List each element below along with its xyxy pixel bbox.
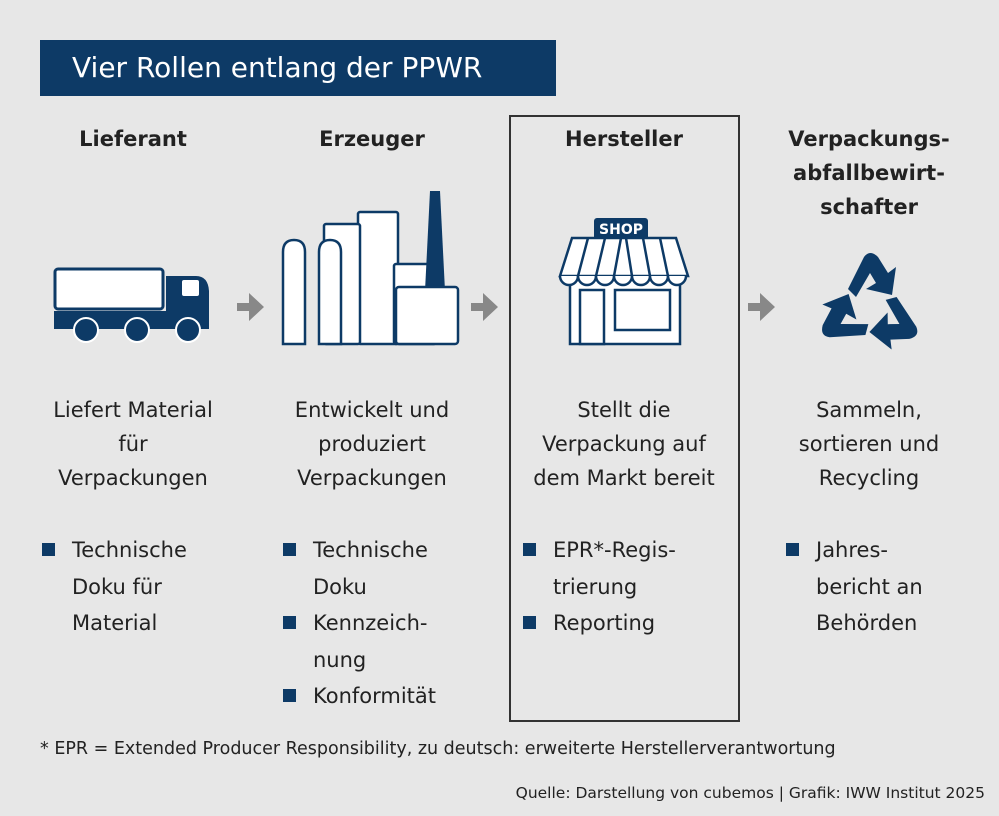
recycle-icon <box>810 253 928 357</box>
desc-line: Verpackungen <box>58 466 208 490</box>
desc-line: Stellt die <box>577 398 671 422</box>
duty-item: Technische Doku für Material <box>42 532 187 642</box>
duty-line: bericht an <box>816 574 923 599</box>
duty-line: Konformität <box>313 684 437 708</box>
role-heading: Lieferant <box>79 127 187 151</box>
footnote: * EPR = Extended Producer Responsibility… <box>40 739 836 759</box>
page-title: Vier Rollen entlang der PPWR <box>40 40 556 96</box>
duty-item: Reporting <box>523 605 676 642</box>
bullet-square-icon <box>523 616 536 629</box>
factory-icon <box>281 191 460 346</box>
duty-line: trierung <box>553 574 638 599</box>
role-description: Entwickelt und produziert Verpackungen <box>252 393 492 495</box>
role-heading: Verpackungs- abfallbewirt- schafter <box>749 122 989 224</box>
duty-item: Technische Doku <box>283 532 436 605</box>
duty-list: Technische Doku für Material <box>42 532 187 642</box>
duty-item: Konformität <box>283 678 436 715</box>
duty-line: Jahres- <box>816 538 888 562</box>
desc-line: Recycling <box>818 466 920 490</box>
duty-line: Reporting <box>553 611 656 635</box>
duty-line: Behörden <box>816 611 918 635</box>
bullet-square-icon <box>42 543 55 556</box>
bullet-square-icon <box>786 543 799 556</box>
heading-line: Verpackungs- <box>788 127 950 151</box>
duty-line: nung <box>313 647 367 672</box>
bullet-square-icon <box>283 616 296 629</box>
duty-item: EPR*-Regis- trierung <box>523 532 676 605</box>
duty-line: Doku für <box>72 574 162 599</box>
duty-line: Technische <box>313 538 428 562</box>
role-description: Sammeln, sortieren und Recycling <box>749 393 989 495</box>
duty-line: Doku <box>313 574 367 599</box>
desc-line: Sammeln, <box>816 398 922 422</box>
role-description: Stellt die Verpackung auf dem Markt bere… <box>504 393 744 495</box>
duty-line: EPR*-Regis- <box>553 538 676 562</box>
desc-line: produziert <box>318 432 426 456</box>
duty-item: Jahres- bericht an Behörden <box>786 532 923 642</box>
desc-line: Verpackungen <box>297 466 447 490</box>
desc-line: Verpackung auf <box>542 432 706 456</box>
arrow-right-icon <box>748 293 775 321</box>
desc-line: sortieren und <box>798 432 940 456</box>
role-description: Liefert Material für Verpackungen <box>13 393 253 495</box>
bullet-square-icon <box>283 689 296 702</box>
arrow-right-icon <box>237 293 264 321</box>
duty-list: Jahres- bericht an Behörden <box>786 532 923 642</box>
bullet-square-icon <box>283 543 296 556</box>
role-heading: Erzeuger <box>319 127 425 151</box>
shop-icon: SHOP <box>558 218 690 346</box>
duty-line: Kennzeich- <box>313 611 428 635</box>
desc-line: für <box>118 432 148 456</box>
duty-item: Kennzeich- nung <box>283 605 436 678</box>
duty-list: EPR*-Regis- trierung Reporting <box>523 532 676 642</box>
duty-list: Technische Doku Kennzeich- nung Konformi… <box>283 532 436 715</box>
highlight-box-hersteller <box>509 115 740 722</box>
truck-icon <box>53 267 209 343</box>
desc-line: Entwickelt und <box>294 398 450 422</box>
bullet-square-icon <box>523 543 536 556</box>
shop-sign: SHOP <box>599 222 643 238</box>
duty-line: Material <box>72 611 158 635</box>
desc-line: dem Markt bereit <box>533 466 715 490</box>
desc-line: Liefert Material <box>53 398 213 422</box>
arrow-right-icon <box>471 293 498 321</box>
duty-line: Technische <box>72 538 187 562</box>
source-credit: Quelle: Darstellung von cubemos | Grafik… <box>515 784 985 802</box>
role-heading: Hersteller <box>565 127 683 151</box>
heading-line: schafter <box>820 195 918 219</box>
heading-line: abfallbewirt- <box>793 161 945 185</box>
